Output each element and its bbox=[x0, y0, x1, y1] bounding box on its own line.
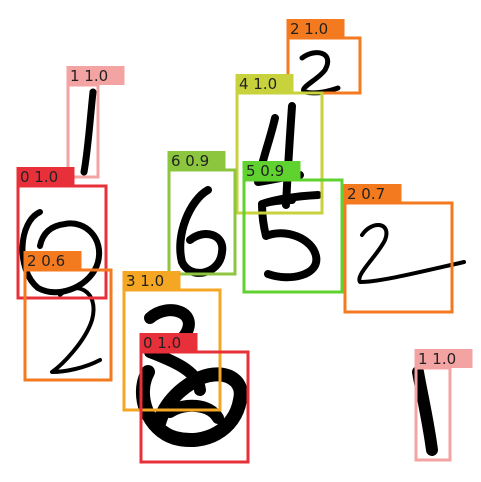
digit-4 bbox=[254, 102, 304, 209]
digit-1-left bbox=[80, 88, 97, 176]
label-background bbox=[122, 271, 181, 290]
digit-2-right bbox=[357, 223, 466, 284]
detection-label: 0 1.0 bbox=[20, 168, 58, 186]
digit-1-right bbox=[412, 366, 438, 456]
detection-5: 5 0.9 bbox=[242, 161, 344, 294]
detection-label: 6 0.9 bbox=[171, 152, 209, 170]
detection-3: 0 1.0 bbox=[16, 167, 108, 300]
detection-label: 5 0.9 bbox=[246, 162, 284, 180]
label-background bbox=[23, 251, 82, 270]
detection-label: 2 0.6 bbox=[27, 252, 65, 270]
label-background bbox=[235, 74, 294, 93]
detection-8: 3 1.0 bbox=[122, 271, 222, 412]
label-background bbox=[16, 167, 75, 186]
digit-6 bbox=[176, 186, 227, 277]
label-background bbox=[66, 66, 125, 85]
detection-label: 0 1.0 bbox=[143, 334, 181, 352]
digit-0-bottom-inner bbox=[164, 399, 224, 424]
detection-2: 4 1.0 bbox=[235, 74, 324, 215]
bounding-box bbox=[343, 201, 454, 314]
detection-0: 2 1.0 bbox=[286, 19, 362, 95]
digit-0-bottom bbox=[135, 365, 248, 447]
detection-6: 2 0.7 bbox=[343, 184, 454, 314]
digit-5 bbox=[258, 191, 322, 282]
label-background bbox=[343, 184, 402, 203]
detection-1: 1 1.0 bbox=[66, 66, 125, 179]
detection-10: 1 1.0 bbox=[414, 349, 473, 462]
label-background bbox=[139, 333, 198, 352]
label-background bbox=[286, 19, 345, 38]
detection-9: 0 1.0 bbox=[139, 333, 250, 464]
detection-4: 6 0.9 bbox=[167, 151, 237, 276]
label-background bbox=[242, 161, 301, 180]
detection-label: 2 0.7 bbox=[347, 185, 385, 203]
label-background bbox=[167, 151, 226, 170]
detection-label: 3 1.0 bbox=[126, 272, 164, 290]
label-background bbox=[414, 349, 473, 368]
detection-7: 2 0.6 bbox=[23, 251, 113, 382]
digit-2-left bbox=[50, 286, 102, 374]
detection-label: 1 1.0 bbox=[70, 67, 108, 85]
detection-label: 4 1.0 bbox=[239, 75, 277, 93]
digit-2-top bbox=[299, 50, 341, 96]
bounding-box bbox=[286, 36, 362, 95]
detection-boxes: 2 1.0 1 1.0 4 1.0 0 1.0 6 0.9 5 0.9 2 0.7 2 0.6… bbox=[16, 19, 473, 464]
detection-label: 2 1.0 bbox=[290, 20, 328, 38]
detection-label: 1 1.0 bbox=[418, 350, 456, 368]
